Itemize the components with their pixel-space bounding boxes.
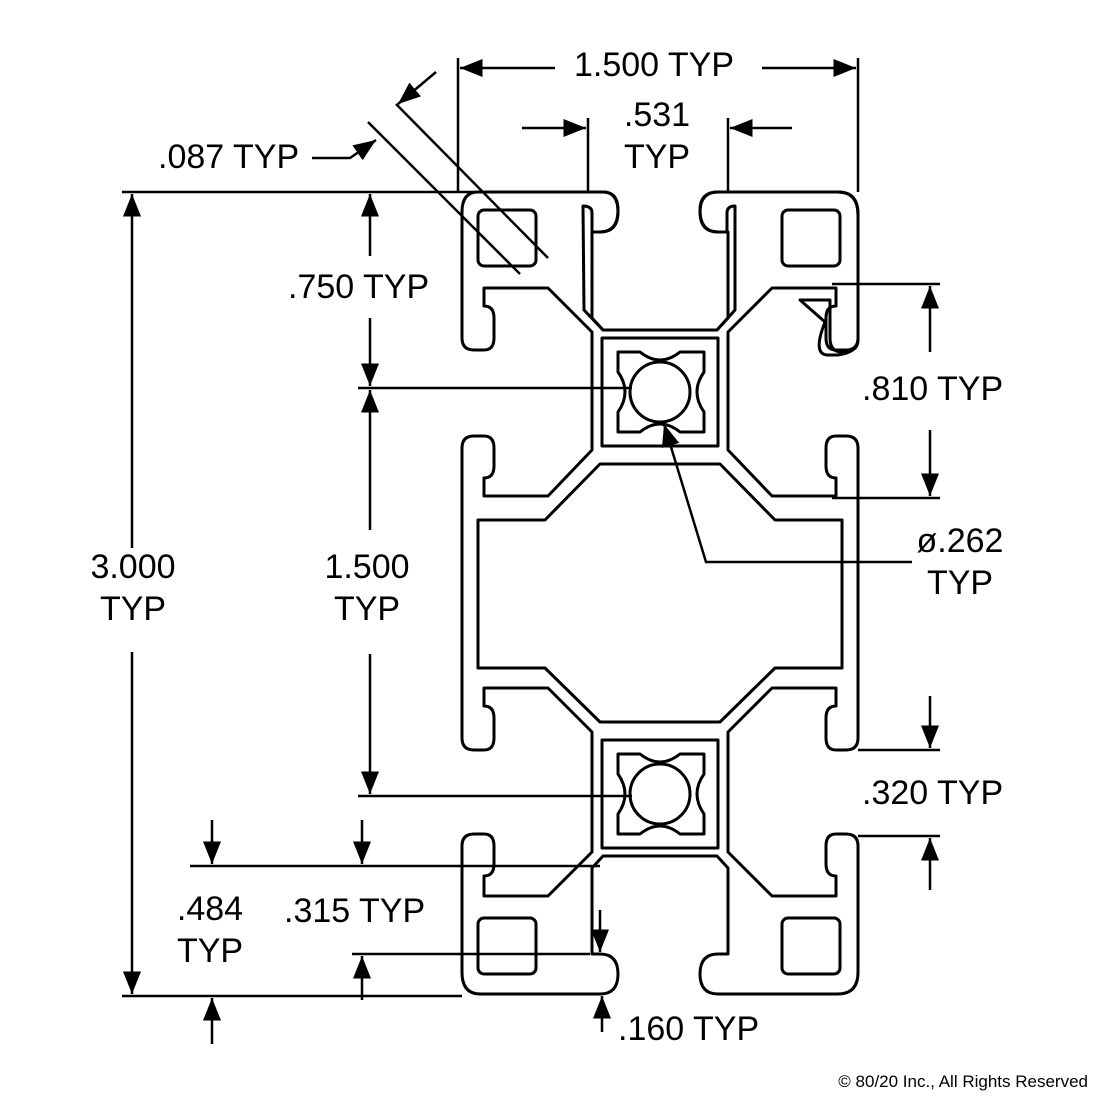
dim-lip-thickness: .160 TYP [618, 1010, 760, 1048]
dim-slot-depth: .750 TYP [288, 268, 430, 306]
dim-bore-diameter-value: ø.262 [916, 522, 1004, 560]
dim-overall-height-value: 3.000 [90, 548, 176, 586]
dimension-lines [122, 58, 940, 1044]
dim-overall-height-typ: TYP [99, 590, 167, 628]
dim-center-spacing-value: 1.500 [324, 548, 410, 586]
dim-bore-diameter: ø.262 TYP [904, 520, 1016, 604]
copyright-notice: © 80/20 Inc., All Rights Reserved [838, 1072, 1088, 1091]
dim-wall-thickness: .087 TYP [158, 138, 300, 176]
dim-bore-diameter-typ: TYP [926, 564, 994, 602]
dim-slot-opening-value: .531 [623, 96, 691, 134]
dim-edge-to-slot-value: .484 [176, 890, 244, 928]
dim-overall-height: 3.000 TYP [76, 546, 190, 630]
dim-overall-width: 1.500 TYP [574, 46, 735, 84]
dim-edge-to-slot: .484 TYP [160, 888, 260, 972]
dim-lip-gap: .320 TYP [862, 774, 1004, 812]
dim-slot-opening-typ: TYP [623, 138, 691, 176]
profile-outline [460, 190, 860, 996]
dim-edge-to-slot-typ: TYP [176, 932, 244, 970]
dim-lip-depth: .315 TYP [284, 892, 426, 930]
dim-center-spacing: 1.500 TYP [310, 546, 424, 630]
dim-slot-width: .810 TYP [862, 370, 1004, 408]
dim-center-spacing-typ: TYP [333, 590, 401, 628]
dim-slot-opening: .531 TYP [612, 94, 702, 178]
